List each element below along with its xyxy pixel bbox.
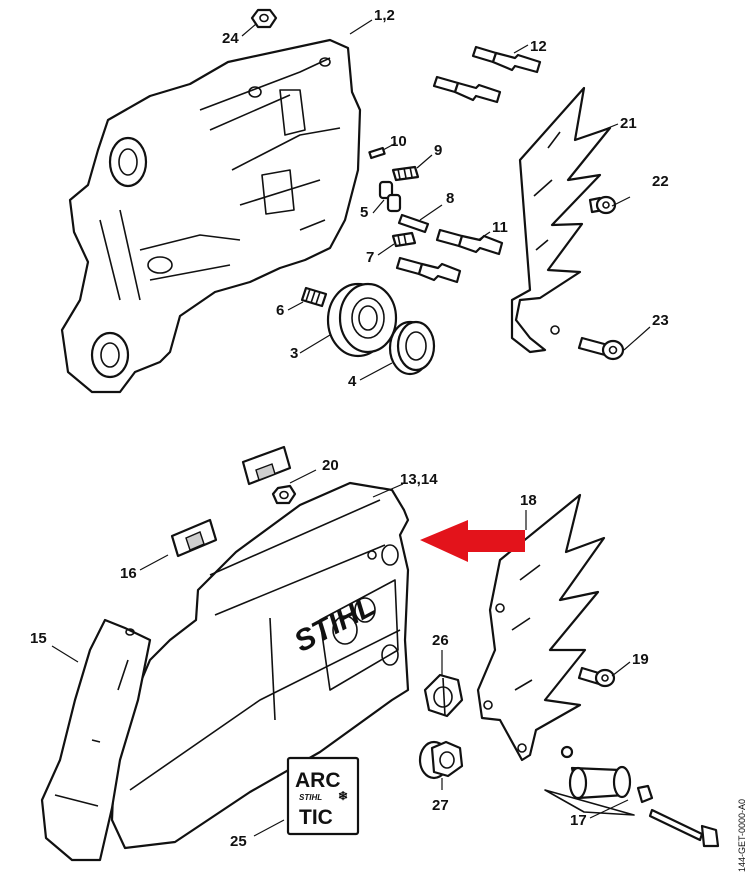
left-arrow-icon xyxy=(420,520,525,562)
callout-22: 22 xyxy=(652,173,669,190)
callout-16: 16 xyxy=(120,565,137,582)
oil-seal-part-4 xyxy=(388,320,436,376)
callout-8: 8 xyxy=(446,190,454,207)
screw-part-23 xyxy=(577,336,625,361)
callout-24: 24 xyxy=(222,30,239,47)
bumper-spike-part-21 xyxy=(510,86,612,354)
decal-stihl-text: STIHL xyxy=(299,793,322,802)
rubber-clip-part-16 xyxy=(170,518,218,558)
callout-10: 10 xyxy=(390,133,407,150)
callout-13-14: 13,14 xyxy=(400,471,438,488)
stud-part-11 xyxy=(395,228,504,284)
registered-mark-icon xyxy=(367,550,377,560)
arctic-decal-part-25: ARC STIHL ❄ TIC xyxy=(286,756,360,836)
callout-15: 15 xyxy=(30,630,47,647)
leader-lines xyxy=(51,19,651,837)
callout-17: 17 xyxy=(570,812,587,829)
callout-5: 5 xyxy=(360,204,368,221)
callout-9: 9 xyxy=(434,142,442,159)
callout-11: 11 xyxy=(492,219,508,236)
callout-12: 12 xyxy=(530,38,547,55)
decal-arc-text: ARC xyxy=(295,769,341,792)
callout-21: 21 xyxy=(620,115,637,132)
callout-3: 3 xyxy=(290,345,298,362)
callout-7: 7 xyxy=(366,249,374,266)
callout-1-2: 1,2 xyxy=(374,7,395,24)
screw-part-22 xyxy=(588,195,617,215)
rubber-clip-part xyxy=(241,445,292,486)
decal-tic-text: TIC xyxy=(299,806,333,829)
callout-20: 20 xyxy=(322,457,339,474)
collar-nut-part-27 xyxy=(418,740,464,780)
stud-part-12 xyxy=(432,45,542,104)
sleeve-part-9 xyxy=(391,165,420,182)
crankcase-part xyxy=(60,38,362,394)
callout-18: 18 xyxy=(520,492,537,509)
drawing-code: 144-GET-0000-A0 xyxy=(737,799,747,872)
bushing-part-5 xyxy=(378,180,402,213)
callout-26: 26 xyxy=(432,632,449,649)
callout-27: 27 xyxy=(432,797,449,814)
nut-part-24 xyxy=(250,8,278,29)
ball-bearing-part-3 xyxy=(326,282,398,358)
bumper-spike-part-18 xyxy=(476,493,606,762)
sleeve-part-7 xyxy=(391,231,417,248)
callout-4: 4 xyxy=(348,373,357,390)
screw-part-19 xyxy=(577,666,616,688)
chain-guide-plate-part-15 xyxy=(40,618,152,862)
callout-25: 25 xyxy=(230,833,247,850)
tensioner-assembly-part-17 xyxy=(544,745,720,848)
callout-6: 6 xyxy=(276,302,284,319)
nut-part-20 xyxy=(271,484,297,505)
pin-part-8 xyxy=(397,213,430,234)
callout-labels: 24 1,2 12 21 10 9 22 8 5 11 7 6 23 3 4 2… xyxy=(30,7,669,850)
pin-part-10 xyxy=(368,146,386,160)
sprocket-cover-part-13-14 xyxy=(110,481,410,850)
callout-19: 19 xyxy=(632,651,649,668)
collar-nut-part-26 xyxy=(423,673,464,718)
snowflake-icon: ❄ xyxy=(338,789,348,803)
callout-23: 23 xyxy=(652,312,669,329)
needle-cage-part-6 xyxy=(300,286,328,308)
